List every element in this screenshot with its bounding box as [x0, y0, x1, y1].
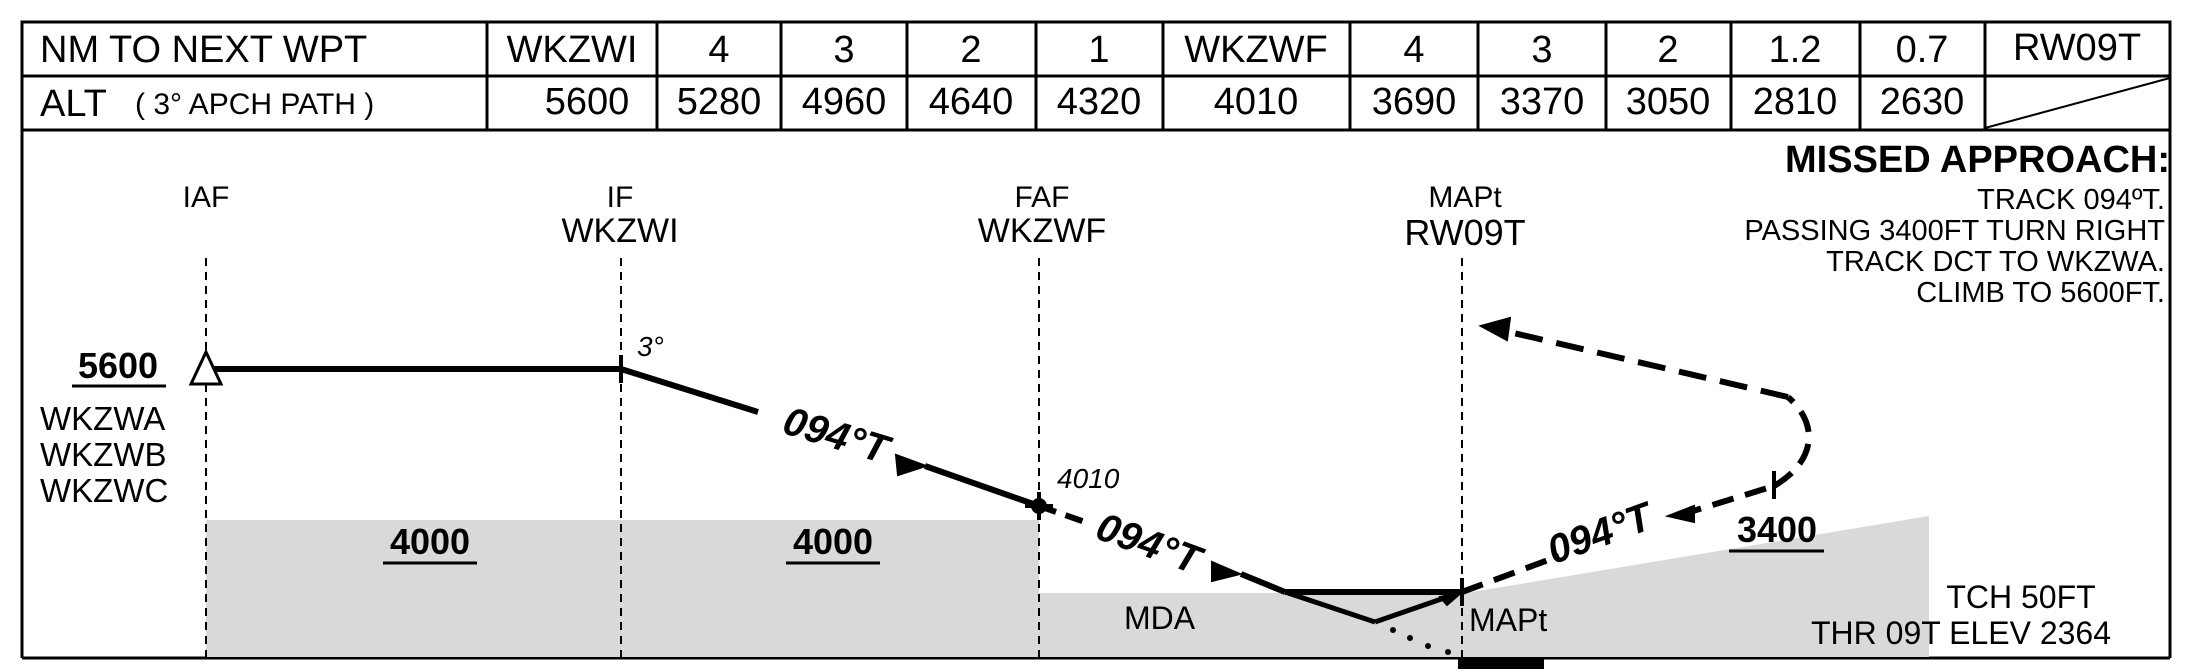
missed-approach-line: CLIMB TO 5600FT. — [1916, 277, 2165, 309]
track-arrow-icon — [1664, 504, 1695, 524]
table-cell: WKZWI — [507, 29, 638, 71]
track-label: 094°T — [1542, 494, 1661, 573]
tch-label: TCH 50FT — [1946, 579, 2095, 615]
table-cell: 2810 — [1753, 81, 1838, 123]
intermediate-segment-a — [620, 366, 759, 415]
mapt-arrow-icon — [1438, 591, 1463, 607]
table-cell: 5600 — [545, 81, 630, 123]
table-cell: 4 — [1403, 29, 1424, 71]
track-arrow-icon — [894, 453, 930, 477]
faf-name: WKZWF — [978, 212, 1106, 250]
mapt-name: RW09T — [1404, 212, 1525, 253]
iaf-fix-name: WKZWC — [40, 472, 168, 509]
missed-approach-title: MISSED APPROACH: — [1785, 139, 2170, 181]
table-cell: 3 — [1531, 29, 1552, 71]
minimum-altitude: 4000 — [793, 521, 873, 562]
missed-approach-line: TRACK 094ºT. — [1977, 184, 2165, 216]
missed-return-track — [1504, 328, 1789, 400]
missed-approach-line: PASSING 3400FT TURN RIGHT — [1744, 215, 2165, 247]
mapt-label: MAPt — [1428, 181, 1502, 214]
table-cell: 3370 — [1500, 81, 1585, 123]
mda-area — [1039, 593, 1466, 657]
track-label: 094°T — [1091, 505, 1210, 584]
iaf-label: IAF — [183, 181, 230, 214]
table-cell: 4320 — [1057, 81, 1142, 123]
glide-angle: 3° — [637, 331, 664, 362]
runway-bar — [1458, 657, 1544, 669]
table-cell: 0.7 — [1896, 29, 1949, 71]
table-cell: 2 — [960, 29, 981, 71]
intermediate-segment-b — [924, 463, 1040, 509]
table-cell: 4640 — [929, 81, 1014, 123]
table-cell: 1 — [1088, 29, 1109, 71]
final-segment-dashed — [1038, 503, 1086, 525]
table-cell: 3050 — [1626, 81, 1711, 123]
table-cell: 4010 — [1214, 81, 1299, 123]
missed-approach-line: TRACK DCT TO WKZWA. — [1826, 246, 2165, 278]
track-arrow-icon — [1211, 560, 1244, 583]
msa-area — [206, 520, 1039, 657]
distance-altitude-table — [20, 20, 2172, 132]
table-cell: 3690 — [1372, 81, 1457, 123]
visual-segment-dots — [1390, 627, 1451, 655]
iaf-fix-name: WKZWB — [40, 436, 166, 473]
track-arrow-icon — [1478, 316, 1512, 342]
missed-climb-dashed — [1460, 553, 1561, 595]
missed-climb-dashed — [1679, 483, 1775, 518]
mda-return-line — [1374, 593, 1451, 625]
iaf-triangle-icon — [188, 348, 224, 386]
mda-descent-line — [1284, 589, 1376, 625]
table-cell: WKZWF — [1184, 29, 1328, 71]
mda-label: MDA — [1124, 600, 1196, 636]
table-cell: 2 — [1657, 29, 1678, 71]
if-name: WKZWI — [561, 212, 678, 250]
turn-altitude: 3400 — [1737, 509, 1817, 550]
table-cell: RW09T — [2013, 27, 2141, 69]
iaf-fix-name: WKZWA — [40, 400, 165, 437]
mapt-bottom-label: MAPt — [1469, 602, 1547, 638]
threshold-elevation: THR 09T ELEV 2364 — [1811, 615, 2111, 651]
table-cell: 4960 — [802, 81, 887, 123]
table-header-altitude: ALT — [40, 83, 107, 125]
table-header-altitude-note: ( 3° APCH PATH ) — [135, 88, 374, 121]
table-cell: 1.2 — [1769, 29, 1822, 71]
final-segment-a — [1239, 571, 1287, 595]
if-label: IF — [607, 181, 634, 214]
missed-turn-curve — [1772, 394, 1812, 489]
table-header-distance: NM TO NEXT WPT — [40, 29, 367, 71]
table-cell: 2630 — [1880, 81, 1965, 123]
table-cell: 3 — [833, 29, 854, 71]
table-cell: 4 — [708, 29, 729, 71]
faf-altitude: 4010 — [1057, 463, 1120, 494]
minimum-altitude: 4000 — [390, 521, 470, 562]
empty-cell-diagonal — [1984, 77, 2171, 129]
faf-label: FAF — [1014, 181, 1069, 214]
track-label: 094°T — [778, 399, 897, 473]
initial-altitude: 5600 — [78, 345, 158, 386]
table-cell: 5280 — [677, 81, 762, 123]
